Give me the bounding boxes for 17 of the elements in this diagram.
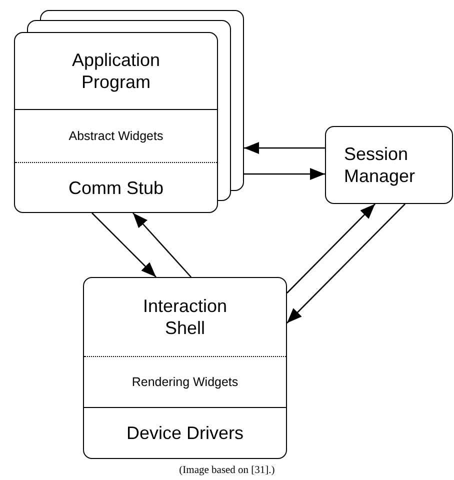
arrow	[92, 212, 156, 278]
arrow	[132, 212, 192, 278]
arrow	[244, 168, 325, 180]
caption: (Image based on [31].)	[179, 465, 275, 476]
layer-label: Device Drivers	[126, 422, 244, 444]
heading-label: Interaction Shell	[142, 295, 228, 339]
layer-label: Abstract Widgets	[68, 128, 164, 144]
heading-label: Session Manager	[344, 143, 416, 187]
layer-label: Comm Stub	[68, 176, 164, 198]
rounded-box	[83, 277, 287, 459]
layer-label: Rendering Widgets	[132, 374, 238, 390]
heading-label: Application Program	[70, 49, 162, 93]
arrow	[244, 142, 325, 154]
arrow	[286, 204, 406, 324]
rounded-box	[325, 126, 453, 204]
stacked-box	[14, 10, 244, 213]
arrow	[286, 204, 376, 294]
